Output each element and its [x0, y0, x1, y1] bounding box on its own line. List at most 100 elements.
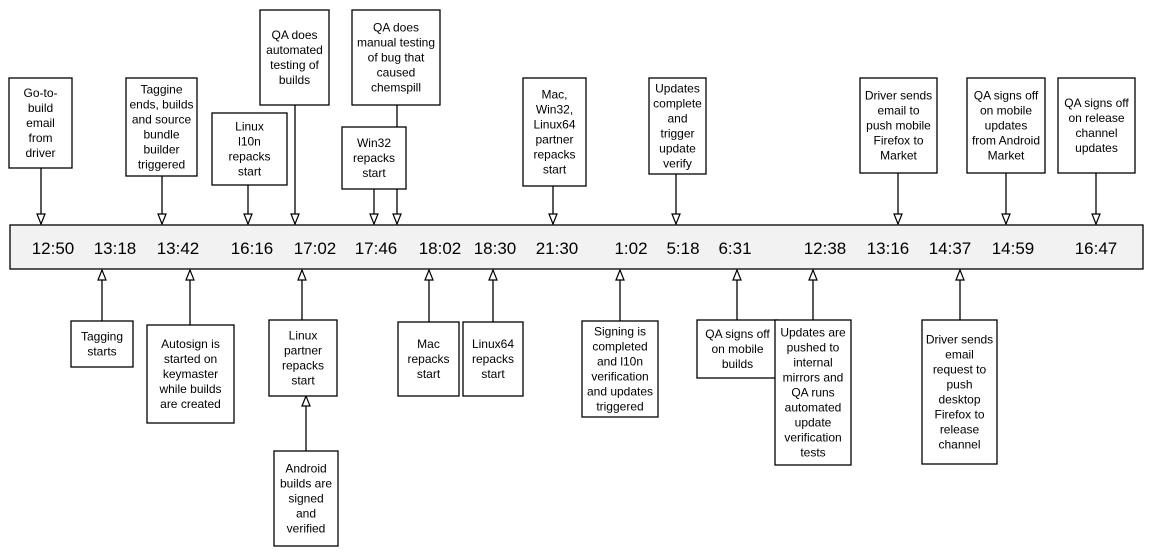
event-text-line: Win32, [536, 103, 573, 117]
event-text-line: repacks [353, 151, 395, 165]
event-text-line: Linux64 [472, 337, 514, 351]
event-text-line: builds [722, 357, 753, 371]
event-box-frame [581, 320, 659, 418]
time-label: 17:46 [355, 239, 398, 258]
event-text-line: update [659, 142, 696, 156]
event-text-line: from Android [972, 134, 1040, 148]
event-box-frame [70, 320, 134, 368]
time-label: 16:16 [231, 239, 274, 258]
event-text-line: QA does [271, 28, 317, 42]
event-text-line: mirrors and [783, 371, 844, 385]
event-text-line: testing of [270, 58, 319, 72]
event-text-line: Go-to- [23, 86, 57, 100]
event-box-frame [259, 9, 330, 106]
event-text-line: while builds [158, 382, 221, 396]
event-text-line: complete [653, 97, 702, 111]
timeline-bar [9, 224, 1144, 270]
event-box-frame [341, 126, 407, 190]
event-text-line: Firefox to [873, 134, 923, 148]
event-text-line: triggered [596, 400, 643, 414]
event-box-frame [268, 319, 338, 397]
event-box-frame [8, 77, 73, 169]
event-text-line: Updates are [780, 326, 846, 340]
event-text-line: triggered [138, 158, 185, 172]
time-label: 12:38 [804, 239, 847, 258]
time-label: 12:50 [32, 239, 75, 258]
event-text-line: driver [25, 146, 55, 160]
event-text-line: start [238, 165, 262, 179]
event-text-line: Market [988, 149, 1025, 163]
event-text-line: caused [377, 66, 416, 80]
event-box-frame [125, 77, 198, 177]
event-text-line: repacks [472, 352, 514, 366]
event-text-line: manual testing [357, 36, 435, 50]
event-text-line: and updates [587, 385, 653, 399]
event-text-line: repacks [533, 148, 575, 162]
event-text-line: and l10n [597, 355, 643, 369]
event-text-line: ends, builds [129, 98, 193, 112]
event-text-line: Android [285, 462, 326, 476]
event-text-line: QA does [373, 21, 419, 35]
time-label: 6:31 [718, 239, 751, 258]
event-text-line: signed [288, 492, 323, 506]
event-text-line: of bug that [368, 51, 425, 65]
event-text-line: started on [164, 352, 217, 366]
event-text-line: starts [87, 345, 116, 359]
event-text-line: release [940, 423, 980, 437]
event-text-line: repacks [282, 359, 324, 373]
event-text-line: Mac, [541, 88, 567, 102]
event-text-line: push [946, 378, 972, 392]
event-text-line: start [543, 163, 567, 177]
event-text-line: Taggine [140, 83, 182, 97]
event-text-line: build [28, 101, 53, 115]
event-text-line: builds [279, 73, 310, 87]
event-box-frame [211, 112, 288, 186]
event-text-line: updates [1075, 141, 1118, 155]
event-text-line: are created [160, 397, 221, 411]
event-text-line: updates [985, 119, 1028, 133]
event-text-line: channel [1075, 126, 1117, 140]
event-text-line: Win32 [357, 136, 391, 150]
event-text-line: start [362, 166, 386, 180]
event-box-frame [859, 77, 938, 174]
event-box-frame [273, 450, 339, 547]
time-label: 14:59 [992, 239, 1035, 258]
event-text-line: tests [800, 446, 825, 460]
event-text-line: keymaster [163, 367, 218, 381]
event-text-line: pushed to [787, 341, 840, 355]
time-label: 14:37 [929, 239, 972, 258]
event-box-frame [966, 77, 1046, 174]
event-text-line: Firefox to [934, 408, 984, 422]
event-text-line: builder [143, 143, 179, 157]
time-label: 17:02 [294, 239, 337, 258]
event-text-line: on mobile [711, 342, 763, 356]
event-text-line: repacks [228, 150, 270, 164]
time-label: 16:47 [1075, 239, 1118, 258]
event-box-frame [921, 319, 998, 465]
event-text-line: Linux64 [533, 118, 575, 132]
event-text-line: Linux [235, 120, 264, 134]
event-text-line: desktop [938, 393, 980, 407]
time-label: 5:18 [666, 239, 699, 258]
event-box-frame [1057, 77, 1136, 174]
time-label: 13:16 [867, 239, 910, 258]
event-text-line: QA signs off [1064, 96, 1129, 110]
event-box-frame [696, 319, 779, 379]
event-text-line: QA signs off [705, 327, 770, 341]
event-text-line: QA signs off [974, 89, 1039, 103]
event-text-line: partner [535, 133, 573, 147]
event-box-frame [462, 321, 524, 397]
event-text-line: Linux [289, 329, 318, 343]
